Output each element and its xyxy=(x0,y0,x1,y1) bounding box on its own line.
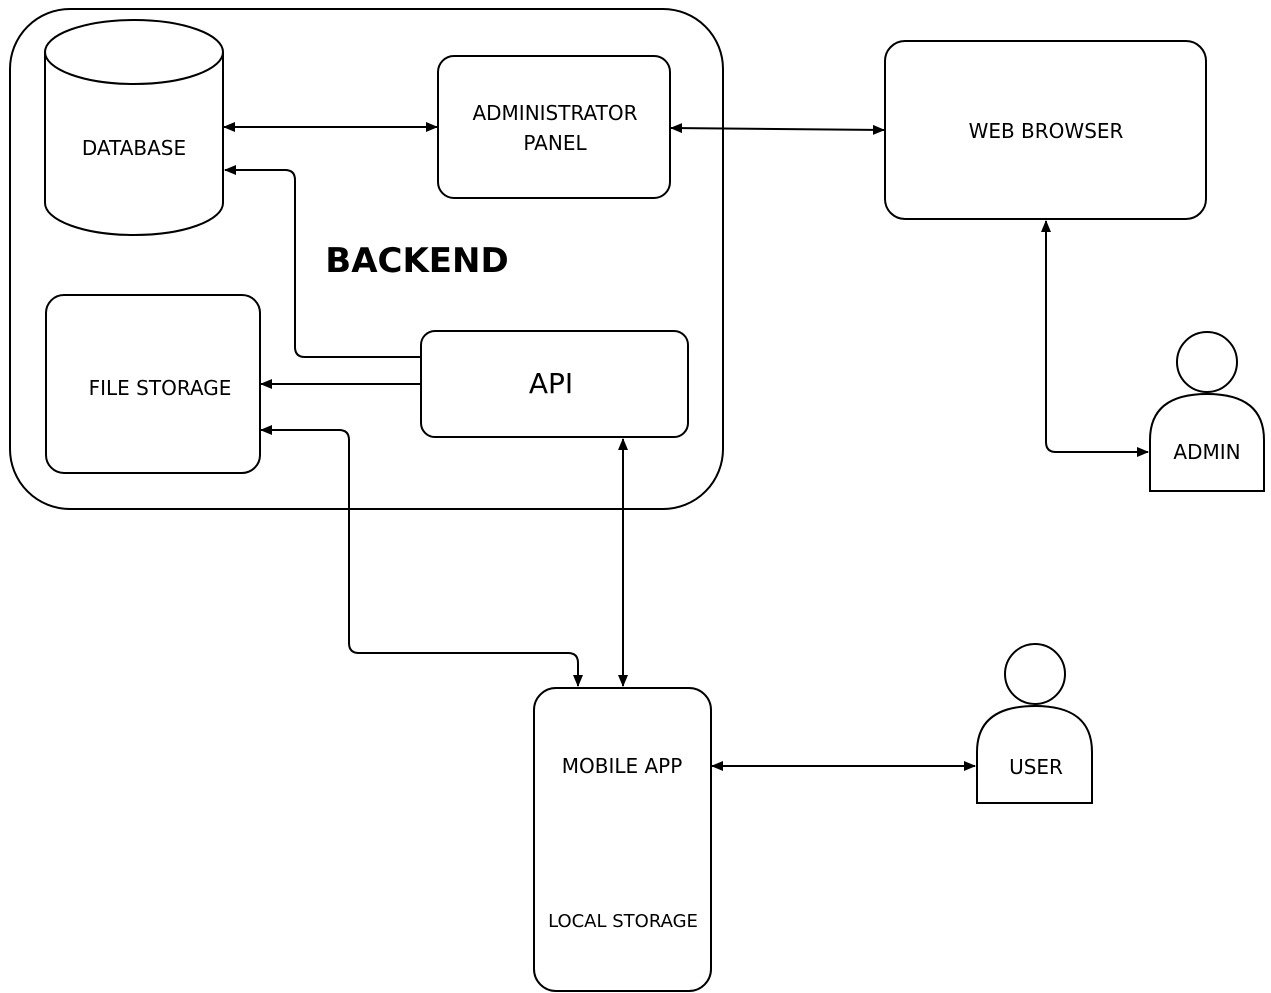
admin-label: ADMIN xyxy=(1173,440,1240,464)
api-node: API xyxy=(420,330,689,438)
admin-head xyxy=(1176,331,1238,393)
connector-admin-panel-web-browser xyxy=(670,123,885,135)
file-storage-label: FILE STORAGE xyxy=(89,376,232,400)
database-cylinder-body xyxy=(44,52,224,236)
admin-body xyxy=(1149,392,1265,492)
local-storage-label: LOCAL STORAGE xyxy=(548,911,698,932)
user-label: USER xyxy=(1009,755,1063,779)
web-browser-node: WEB BROWSER xyxy=(884,40,1207,220)
connector-file-storage-mobile-app xyxy=(260,425,583,687)
backend-title: BACKEND xyxy=(325,241,508,281)
administrator-panel-label-line1: ADMINISTRATOR xyxy=(472,101,637,125)
administrator-panel-node: ADMINISTRATOR PANEL xyxy=(437,55,671,199)
admin-actor: ADMIN xyxy=(1149,331,1265,492)
mobile-app-node: MOBILE APP LOCAL STORAGE xyxy=(533,687,712,992)
administrator-panel-label-line2: PANEL xyxy=(523,131,587,155)
user-head xyxy=(1004,643,1066,705)
connector-web-browser-admin xyxy=(1041,220,1149,457)
database-node: DATABASE xyxy=(44,19,224,236)
connector-api-database xyxy=(224,165,420,358)
mobile-app-label: MOBILE APP xyxy=(562,754,683,778)
api-label: API xyxy=(529,367,573,400)
database-label: DATABASE xyxy=(82,136,186,160)
file-storage-node: FILE STORAGE xyxy=(45,294,261,474)
user-body xyxy=(976,704,1093,804)
web-browser-label: WEB BROWSER xyxy=(969,119,1124,143)
user-actor: USER xyxy=(976,643,1093,804)
database-cylinder-top xyxy=(44,19,224,85)
